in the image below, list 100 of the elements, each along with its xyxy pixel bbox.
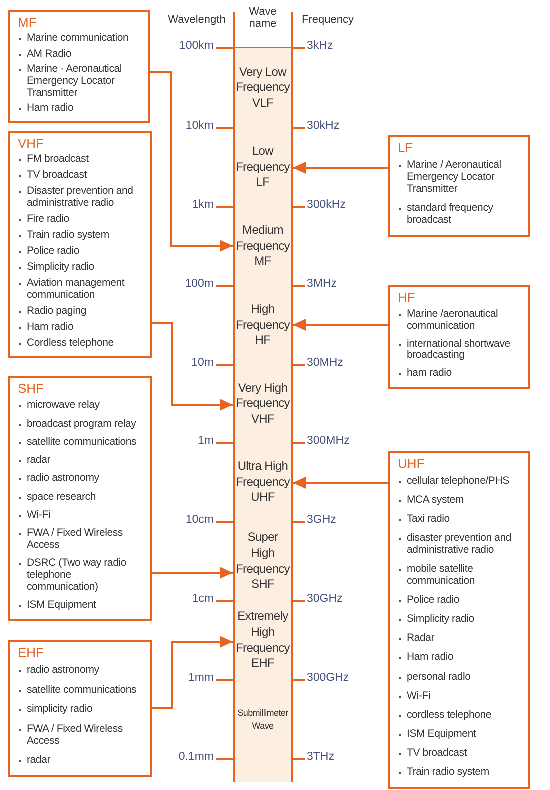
usage-item: Ham radio bbox=[18, 103, 142, 116]
wave-band bbox=[233, 680, 293, 782]
frequency-value: 3THz bbox=[307, 751, 334, 763]
wavelength-value: 10m bbox=[192, 357, 214, 369]
usage-item: personal radlo bbox=[398, 672, 522, 684]
frequency-value: 30kHz bbox=[307, 120, 340, 132]
frequency-value: 300kHz bbox=[307, 199, 346, 211]
frequency-value: 300GHz bbox=[307, 672, 350, 684]
frequency-value: 3MHz bbox=[307, 278, 338, 290]
wave-name: Very Low Frequency VLF bbox=[235, 64, 291, 112]
usage-item: FM broadcast bbox=[18, 154, 144, 166]
frequency-value: 3GHz bbox=[307, 514, 336, 526]
usage-item: TV broadcast bbox=[398, 748, 522, 760]
usage-item: Disaster prevention and administrative radio bbox=[18, 186, 144, 210]
usage-item: Radio paging bbox=[18, 306, 144, 318]
usage-item: Marine communication bbox=[18, 32, 142, 45]
band-heading: MF bbox=[18, 15, 37, 31]
usage-list-box bbox=[8, 376, 152, 621]
frequency-value: 30GHz bbox=[307, 593, 343, 605]
usage-item: simplicity radio bbox=[18, 704, 144, 716]
usage-list-box bbox=[8, 10, 150, 123]
usage-item: Marine · Aeronautical Emergency Locator Transmitter bbox=[18, 64, 142, 100]
usage-item: radar bbox=[18, 455, 144, 467]
usage-item: Train radio system bbox=[398, 767, 522, 780]
usage-item: satellite communications bbox=[18, 684, 144, 696]
usage-item: radio astronomy bbox=[18, 473, 144, 486]
usage-list-box bbox=[388, 285, 530, 389]
column-header: Wave name bbox=[248, 6, 278, 30]
usage-item: Marine /aeronautical communication bbox=[398, 309, 522, 333]
arrow bbox=[293, 162, 388, 174]
usage-item: Fire radio bbox=[18, 214, 144, 226]
column-header: Wavelength bbox=[167, 14, 227, 26]
usage-item: cordless telephone bbox=[398, 710, 522, 722]
usage-item: DSRC (Two way radio telephone communication) bbox=[18, 558, 144, 594]
usage-item: Cordless telephone bbox=[18, 338, 144, 350]
band-heading: LF bbox=[398, 140, 414, 156]
arrow bbox=[152, 567, 233, 579]
usage-item: ISM Equipment bbox=[398, 729, 522, 741]
usage-item: TV broadcast bbox=[18, 170, 144, 182]
wavelength-value: 10cm bbox=[186, 514, 214, 526]
usage-item: Marine / Aeronautical Emergency Locator Transmitter bbox=[398, 160, 522, 196]
usage-item: radar bbox=[18, 755, 144, 767]
wave-band bbox=[233, 48, 293, 128]
usage-item: Radar bbox=[398, 633, 522, 646]
usage-item: disaster prevention and administrative radio bbox=[398, 533, 522, 557]
frequency-value: 30MHz bbox=[307, 357, 344, 369]
usage-item: ham radio bbox=[398, 368, 522, 380]
arrow bbox=[152, 636, 233, 709]
usage-item: Simplicity radio bbox=[398, 614, 522, 626]
arrow bbox=[293, 477, 388, 489]
usage-list-box bbox=[8, 640, 152, 777]
usage-list-box bbox=[388, 135, 530, 237]
column-header: Frequency bbox=[301, 14, 355, 26]
band-heading: SHF bbox=[18, 381, 44, 397]
wavelength-value: 1m bbox=[198, 435, 214, 447]
wave-name: Medium Frequency MF bbox=[235, 223, 291, 270]
arrow bbox=[152, 322, 233, 411]
usage-item: Aviation management communication bbox=[18, 278, 144, 302]
wave-name: Submillimeter Wave bbox=[236, 707, 290, 733]
band-heading: VHF bbox=[18, 136, 44, 152]
band-heading: EHF bbox=[18, 645, 44, 661]
wave-name: Extremely High Frequency EHF bbox=[235, 609, 291, 672]
usage-item: ISM Equipment bbox=[18, 600, 144, 612]
wave-name: Super High Frequency SHF bbox=[235, 530, 291, 593]
usage-item: Simplicity radio bbox=[18, 262, 144, 274]
wavelength-value: 100km bbox=[179, 40, 214, 52]
usage-list-box bbox=[8, 131, 152, 358]
usage-item: Taxi radio bbox=[398, 514, 522, 526]
frequency-value: 3kHz bbox=[307, 40, 334, 52]
wavelength-value: 1mm bbox=[188, 672, 214, 684]
wavelength-value: 0.1mm bbox=[178, 751, 214, 763]
arrow bbox=[293, 319, 388, 331]
usage-item: broadcast program relay bbox=[18, 418, 144, 430]
usage-item: Police radio bbox=[18, 246, 144, 258]
usage-item: FWA / Fixed Wireless Access bbox=[18, 724, 144, 748]
usage-item: MCA system bbox=[398, 494, 522, 507]
wavelength-value: 10km bbox=[186, 120, 214, 132]
band-heading: HF bbox=[398, 290, 416, 306]
usage-item: standard frequency broadcast bbox=[398, 203, 522, 227]
usage-item: Wi-Fi bbox=[18, 510, 144, 522]
usage-item: Ham radio bbox=[18, 322, 144, 334]
usage-item: cellular telephone/PHS bbox=[398, 476, 522, 488]
wavelength-value: 100m bbox=[185, 278, 214, 290]
wavelength-value: 1km bbox=[192, 199, 214, 211]
wave-name: Ultra High Frequency UHF bbox=[235, 459, 291, 506]
usage-item: AM Radio bbox=[18, 48, 142, 60]
usage-item: space research bbox=[18, 492, 144, 504]
usage-item: FWA / Fixed Wireless Access bbox=[18, 528, 144, 552]
usage-item: Train radio system bbox=[18, 230, 144, 242]
wave-name: Low Frequency LF bbox=[235, 144, 291, 191]
frequency-value: 300MHz bbox=[307, 435, 350, 447]
usage-item: Ham radio bbox=[398, 652, 522, 664]
usage-item: mobile satellite communication bbox=[398, 564, 522, 588]
usage-item: microwave relay bbox=[18, 400, 144, 412]
usage-item: radio astronomy bbox=[18, 664, 144, 677]
usage-item: Police radio bbox=[398, 594, 522, 607]
usage-list-box bbox=[388, 451, 530, 789]
wave-name: Very High Frequency VHF bbox=[235, 380, 291, 428]
wavelength-value: 1cm bbox=[192, 593, 214, 605]
wave-name: High Frequency HF bbox=[235, 302, 291, 349]
